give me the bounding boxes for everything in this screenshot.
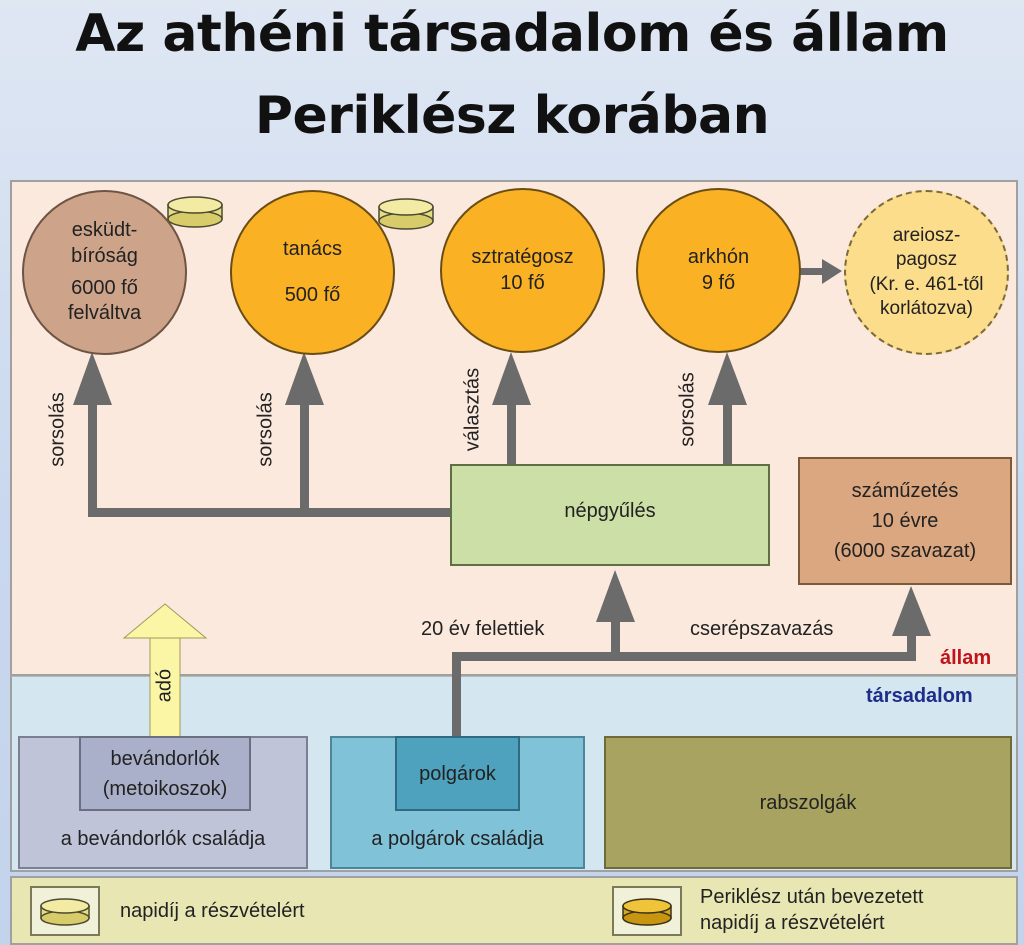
over-20-label: 20 év felettiek <box>421 618 545 640</box>
jury-coin-icon <box>167 196 223 228</box>
assembly-label: népgyűlés <box>564 500 656 522</box>
strategos-arrow-head <box>492 352 531 405</box>
state-zone-label: állam <box>940 647 992 669</box>
jury-line-3: 6000 fő <box>71 276 138 299</box>
citizens-label: polgárok <box>419 762 496 785</box>
ostracism-line-3: (6000 szavazat) <box>833 540 977 562</box>
citizens-family-label: a polgárok családja <box>371 828 544 850</box>
coin-dark-icon <box>622 898 672 926</box>
immigrants-line-2: (metoikoszok) <box>102 777 228 800</box>
ostracism-line-1: száműzetés <box>851 480 959 502</box>
title-line-2: Periklész korában <box>254 86 770 146</box>
jury-line-4: felváltva <box>67 302 142 325</box>
lot-label-jury: sorsolás <box>46 392 69 467</box>
slaves-box: rabszolgák <box>604 736 1012 869</box>
society-zone-label: társadalom <box>866 685 973 707</box>
legend-light-icon-frame <box>30 886 100 936</box>
legend-light-label: napidíj a részvételért <box>120 900 305 922</box>
immigrants-line-1: bevándorlók <box>110 747 220 770</box>
archon-arrow-head <box>708 352 747 405</box>
legend-zone <box>10 876 1018 945</box>
lot-label-council: sorsolás <box>254 392 277 467</box>
archon-arrow-shaft <box>723 395 732 465</box>
slaves-label: rabszolgák <box>759 791 857 814</box>
ostracism-arrow-shaft <box>907 628 916 656</box>
strategos-arrow-shaft <box>507 395 516 465</box>
council-circle: tanács 500 fő <box>230 190 395 355</box>
strategos-line-1: sztratégosz <box>471 245 574 268</box>
citizens-horizontal-line <box>452 652 916 661</box>
tax-label: adó <box>153 668 176 703</box>
assembly-arrow-head <box>596 570 635 622</box>
strategos-line-2: 10 fő <box>500 271 545 294</box>
title-line-1: Az athéni társadalom és állam <box>75 4 949 64</box>
council-line-2: 500 fő <box>284 283 341 306</box>
ostracism-arrow-head <box>892 586 931 636</box>
areopagus-line-1: areiosz- <box>892 224 961 246</box>
archon-line-2: 9 fő <box>701 271 736 294</box>
lot-label-archon: sorsolás <box>676 372 699 447</box>
legend-dark-icon-frame <box>612 886 682 936</box>
assembly-trunk-line <box>88 508 452 517</box>
jury-arrow-head <box>73 352 112 405</box>
jury-arrow-shaft <box>88 395 97 517</box>
citizens-arrow-shaft <box>452 652 461 738</box>
citizens-box: polgárok <box>395 736 520 811</box>
ostracism-box: száműzetés 10 évre (6000 szavazat) <box>798 457 1012 585</box>
legend-dark-label-1: Periklész után bevezetett <box>700 886 924 908</box>
strategos-circle: sztratégosz 10 fő <box>440 188 605 353</box>
coin-light-icon <box>40 898 90 926</box>
tax-arrow <box>122 603 208 739</box>
immigrants-family-label: a bevándorlók családja <box>60 828 266 850</box>
immigrants-box: bevándorlók (metoikoszok) <box>79 736 251 811</box>
areopagus-circle: areiosz- pagosz (Kr. e. 461-től korlátoz… <box>844 190 1009 355</box>
areopagus-line-3: (Kr. e. 461-től <box>869 273 984 295</box>
jury-line-1: esküdt- <box>71 219 138 242</box>
ostracism-line-2: 10 évre <box>871 510 939 532</box>
council-coin-icon <box>378 198 434 230</box>
archon-line-1: arkhón <box>687 245 750 268</box>
jury-line-2: bíróság <box>71 244 138 267</box>
ostracism-vote-label: cserépszavazás <box>690 618 834 640</box>
areopagus-arrow-head <box>822 259 842 284</box>
archon-circle: arkhón 9 fő <box>636 188 801 353</box>
council-arrow-head <box>285 352 324 405</box>
jury-court-circle: esküdt- bíróság 6000 fő felváltva <box>22 190 187 355</box>
assembly-box: népgyűlés <box>450 464 770 566</box>
council-line-1: tanács <box>283 237 342 260</box>
council-arrow-shaft <box>300 395 309 517</box>
areopagus-line-4: korlátozva) <box>880 297 973 319</box>
legend-dark-label-2: napidíj a részvételért <box>700 912 885 934</box>
areopagus-line-2: pagosz <box>895 249 958 271</box>
election-label: választás <box>461 367 484 452</box>
assembly-arrow-shaft <box>611 612 620 656</box>
areopagus-arrow-shaft <box>800 268 824 275</box>
